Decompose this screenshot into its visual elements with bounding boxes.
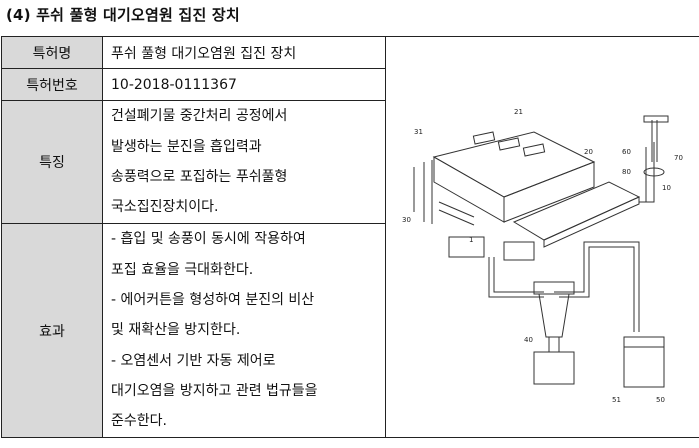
label-50: 50 — [656, 396, 665, 402]
features-line: 국소집진장치이다. — [111, 192, 385, 222]
hood-top — [434, 132, 594, 197]
value-features: 건설폐기물 중간처리 공정에서 발생하는 분진을 흡입력과 송풍력으로 포집하는… — [103, 101, 386, 224]
label-10: 10 — [662, 184, 671, 192]
value-patent-name: 푸쉬 풀형 대기오염원 집진 장치 — [103, 37, 386, 69]
label-40: 40 — [524, 336, 533, 344]
label-effects: 효과 — [2, 224, 103, 438]
effects-line: - 흡입 및 송풍이 동시에 작용하여 — [111, 224, 385, 254]
label-1: 1 — [469, 236, 473, 244]
label-60: 60 — [622, 148, 631, 156]
effects-line: 대기오염을 방지하고 관련 법규들을 — [111, 376, 385, 406]
effects-line: 포집 효율을 극대화한다. — [111, 255, 385, 285]
patent-spec-table: 특허명 푸쉬 풀형 대기오염원 집진 장치 — [1, 36, 699, 438]
patent-figure-cell: 21 31 20 30 1 60 70 80 10 40 51 50 — [386, 37, 699, 438]
hood-front — [504, 162, 594, 222]
label-features: 특징 — [2, 101, 103, 224]
effects-line: - 에어커튼을 형성하여 분진의 비산 — [111, 285, 385, 315]
value-patent-number: 10-2018-0111367 — [103, 69, 386, 101]
label-51: 51 — [612, 396, 621, 402]
features-line: 송풍력으로 포집하는 푸쉬풀형 — [111, 162, 385, 192]
features-line: 발생하는 분진을 흡입력과 — [111, 132, 385, 162]
label-20: 20 — [584, 148, 593, 156]
label-30: 30 — [402, 216, 411, 224]
section-heading: (4) 푸쉬 풀형 대기오염원 집진 장치 — [6, 4, 240, 25]
patent-drawing: 21 31 20 30 1 60 70 80 10 40 51 50 — [394, 102, 694, 402]
label-patent-number: 특허번호 — [2, 69, 103, 101]
effects-line: - 오염센서 기반 자동 제어로 — [111, 346, 385, 376]
label-31: 31 — [414, 128, 423, 136]
effects-line: 준수한다. — [111, 406, 385, 436]
label-70: 70 — [674, 154, 683, 162]
label-21: 21 — [514, 108, 523, 116]
label-patent-name: 특허명 — [2, 37, 103, 69]
value-effects: - 흡입 및 송풍이 동시에 작용하여 포집 효율을 극대화한다. - 에어커튼… — [103, 224, 386, 438]
label-80: 80 — [622, 168, 631, 176]
effects-line: 및 재확산을 방지한다. — [111, 315, 385, 345]
features-line: 건설폐기물 중간처리 공정에서 — [111, 101, 385, 131]
